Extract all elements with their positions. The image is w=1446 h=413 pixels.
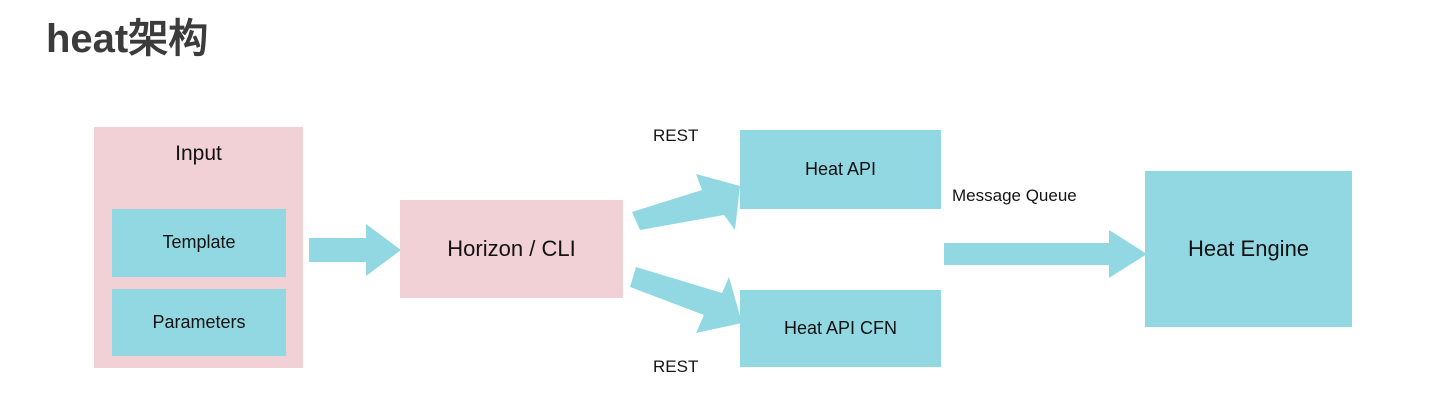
node-parameters: Parameters (112, 289, 286, 356)
arrow-heat-api-to-heat-engine-icon (944, 230, 1147, 278)
node-heat-engine-label: Heat Engine (1187, 235, 1310, 261)
arrow-horizon-to-heat-api-icon (632, 174, 740, 230)
node-horizon-cli: Horizon / CLI (400, 200, 623, 298)
node-parameters-label: Parameters (152, 311, 246, 332)
edge-label-rest-bottom: REST (653, 357, 699, 376)
page-title: heat架构 (46, 17, 209, 61)
node-horizon-cli-label: Horizon / CLI (447, 235, 576, 261)
arrow-horizon-to-heat-api-cfn-icon (630, 267, 742, 333)
node-heat-api-label: Heat API (804, 158, 877, 179)
node-heat-api: Heat API (740, 130, 941, 209)
node-template: Template (112, 209, 286, 277)
edge-label-message-queue: Message Queue (952, 186, 1077, 205)
node-heat-engine: Heat Engine (1145, 171, 1352, 327)
arrow-input-to-horizon-icon (309, 224, 401, 276)
node-heat-api-cfn-label: Heat API CFN (783, 317, 898, 338)
edge-label-rest-top: REST (653, 126, 699, 145)
node-input-label: Input (175, 142, 222, 165)
node-heat-api-cfn: Heat API CFN (740, 290, 941, 367)
node-template-label: Template (162, 232, 236, 253)
